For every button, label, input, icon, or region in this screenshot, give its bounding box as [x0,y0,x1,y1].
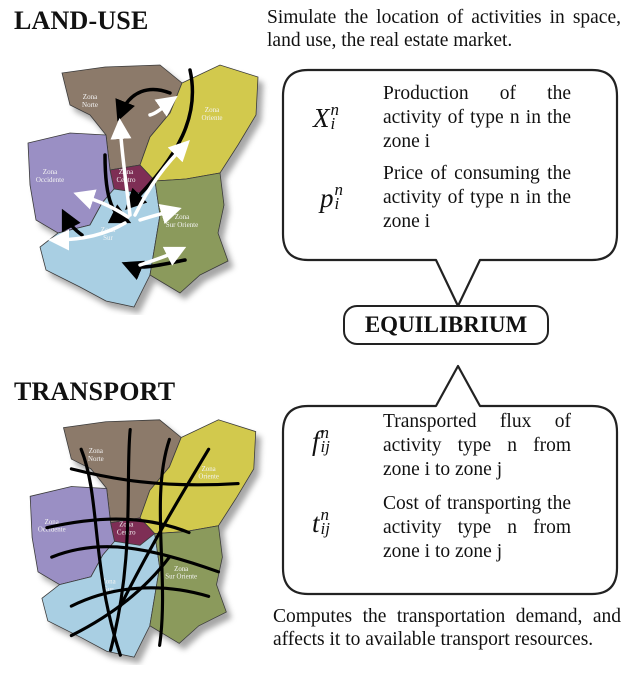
flow-arrow-white-4 [138,203,182,225]
label-zona-oriente-1: Zona [205,106,220,114]
label-zona-sur-oriente-2: Sur Oriente [166,221,198,229]
network-line-8 [69,467,240,487]
flow-arrow-black-2 [115,87,172,122]
production-description: Production of the activity of type n in … [383,83,571,152]
flow-arrow-white-1 [110,118,132,217]
transport-map: Zona Norte Zona Oriente Zona Centro Zona… [29,419,257,658]
label-zona-norte-1: Zona [83,93,98,101]
t-label-zona-sur-oriente-2: Sur Oriente [165,574,197,581]
t-label-zona-sur-1: Zona [102,579,116,586]
network-line-7 [69,586,211,608]
network-line-1 [79,447,122,657]
label-zona-centro-1: Zona [119,168,134,176]
network-line-9 [69,555,171,638]
land-use-map: Zona Norte Zona Oriente Zona Centro Zona… [27,64,259,308]
equilibrium-box: EQUILIBRIUM [343,305,549,345]
zone-sur-oriente [149,172,229,294]
flow-arrow-black-4 [61,208,84,237]
flow-arrow-black-3 [103,153,132,224]
t-label-zona-oriente-2: Oriente [198,474,219,481]
flow-arrow-white-2 [133,140,190,217]
t-label-zona-sur-2: Sur [104,586,114,593]
transport-callout-bubble [281,364,619,596]
network-line-3 [158,437,171,647]
transport-heading: TRANSPORT [14,377,176,406]
t-label-zona-occidente-2: Occidente [38,527,66,534]
t-label-zona-norte-1: Zona [89,448,103,455]
t-label-zona-norte-2: Norte [88,456,104,463]
network-line-6 [50,545,221,574]
flow-arrow-white-3 [73,189,130,219]
label-zona-oriente-2: Oriente [202,114,223,122]
label-zona-norte-2: Norte [82,101,98,109]
network-line-2 [109,428,132,652]
label-zona-sur-oriente-1: Zona [175,213,190,221]
network-line-5 [45,517,191,535]
flow-arrow-white-6 [138,246,187,267]
land-use-callout-bubble [281,68,619,308]
flow-arrow-white-5 [48,221,127,251]
flux-description: Transported flux of activity type n from… [383,411,571,480]
label-zona-occidente-1: Zona [43,168,58,176]
transport-description: Computes the transportation demand, and … [273,606,621,650]
t-label-zona-occidente-1: Zona [45,519,59,526]
price-description: Price of consuming the activity of type … [383,163,571,232]
flow-arrow-black-1 [125,68,195,210]
t-label-zona-oriente-1: Zona [202,466,216,473]
land-use-heading: LAND-USE [14,6,149,35]
land-use-description: Simulate the location of activities in s… [267,7,621,51]
flow-arrow-white-7 [148,95,178,117]
cost-description: Cost of transporting the activity type n… [383,493,571,562]
label-zona-occidente-2: Occidente [36,176,64,184]
t-label-zona-sur-oriente-1: Zona [174,566,188,573]
equilibrium-label: EQUILIBRIUM [364,312,528,337]
label-zona-sur-2: Sur [103,234,113,242]
